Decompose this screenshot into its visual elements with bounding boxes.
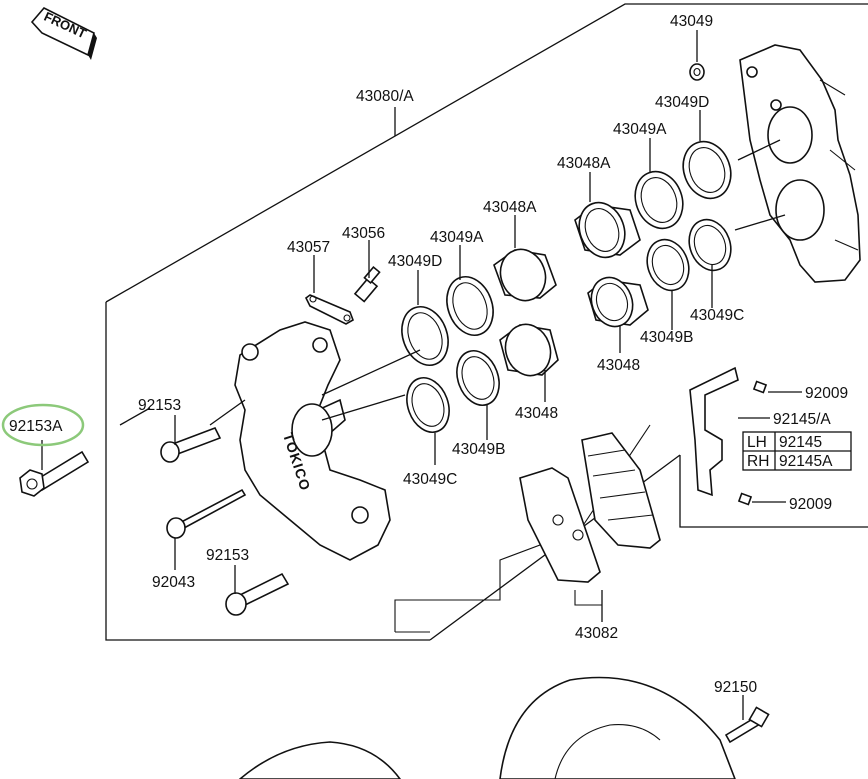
table-row-lh-part: 92145 <box>779 434 822 451</box>
bolt-92153A <box>19 450 90 497</box>
label-43049B-right: 43049B <box>640 329 693 346</box>
label-92145A: 92145/A <box>773 411 831 428</box>
label-43048A-left: 43048A <box>483 199 537 216</box>
piston-43048A-right <box>574 201 641 259</box>
bleeder-valve-43056 <box>353 265 381 303</box>
label-43049A-right: 43049A <box>613 121 667 138</box>
piston-43048A-left <box>493 248 557 302</box>
leader-lines <box>41 30 802 720</box>
piston-43048-right <box>587 276 649 328</box>
label-43049C-left: 43049C <box>403 471 457 488</box>
piston-43048-left <box>499 323 559 377</box>
label-43049D-left: 43049D <box>388 253 442 270</box>
label-92150: 92150 <box>714 679 757 696</box>
label-43082: 43082 <box>575 625 618 642</box>
label-92009-upper: 92009 <box>805 385 848 402</box>
seal-43049D-left <box>401 306 449 366</box>
pin-92043 <box>166 488 247 539</box>
label-43057: 43057 <box>287 239 330 256</box>
label-92153A: 92153A <box>9 418 63 435</box>
bleeder-cap-43057 <box>304 294 354 325</box>
label-92009-lower: 92009 <box>789 496 832 513</box>
label-43048-right: 43048 <box>597 357 640 374</box>
label-43049C-right: 43049C <box>690 307 744 324</box>
table-row-rh-side: RH <box>747 453 769 470</box>
brake-disc-left <box>238 741 401 779</box>
label-43049B-left: 43049B <box>452 441 505 458</box>
label-43048A-right: 43048A <box>557 155 611 172</box>
table-row-rh-part: 92145A <box>779 453 833 470</box>
label-43049: 43049 <box>670 13 713 30</box>
bolt-92153-upper <box>160 426 222 463</box>
label-43049D-right: 43049D <box>655 94 709 111</box>
label-43080: 43080/A <box>356 88 414 105</box>
label-43056: 43056 <box>342 225 385 242</box>
bolt-92153-lower <box>225 572 290 616</box>
label-43049A-left: 43049A <box>430 229 484 246</box>
seal-43049B-left <box>456 350 500 406</box>
seal-43049A-left <box>446 276 494 336</box>
washer-43049 <box>689 63 705 81</box>
label-92153-lower: 92153 <box>206 547 249 564</box>
seal-43049B-right <box>646 238 690 292</box>
right-caliper-half <box>739 44 861 283</box>
bolt-92150 <box>724 706 770 744</box>
label-43048-left: 43048 <box>515 405 558 422</box>
label-92153-upper: 92153 <box>138 397 181 414</box>
brake-disc-right <box>499 676 736 779</box>
label-92043: 92043 <box>152 574 195 591</box>
front-arrow-icon: FRONT <box>30 7 97 60</box>
bracket-92145 <box>689 366 768 506</box>
seal-43049C-left <box>406 377 450 433</box>
seal-43049C-right <box>688 218 732 272</box>
table-row-lh-side: LH <box>747 434 767 451</box>
seal-43049D-right <box>682 140 732 200</box>
seal-43049A-right <box>634 170 684 230</box>
highlight-circle <box>1 403 85 447</box>
lh-rh-table: LH 92145 RH 92145A <box>742 431 852 471</box>
part-labels: 43049 43080/A 43049D 43049A 43048A 43048… <box>1 13 848 696</box>
left-caliper-half: TOKICO <box>234 321 391 561</box>
brake-pad-43082 <box>519 432 661 583</box>
